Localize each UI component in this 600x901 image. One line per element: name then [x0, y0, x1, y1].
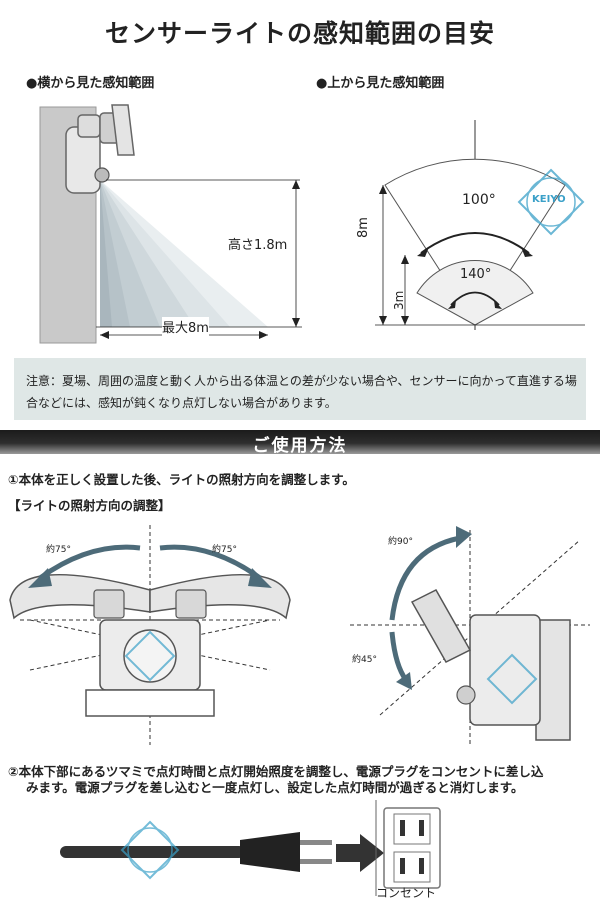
- down-angle-label: 約45°: [352, 655, 377, 665]
- front-adjust-diagram: [9, 525, 291, 745]
- height-label: 高さ1.8m: [228, 238, 288, 253]
- right-angle-label: 約75°: [212, 545, 237, 555]
- section-title: ご使用方法: [252, 436, 348, 456]
- down-tilt-arrow: [389, 631, 409, 682]
- wide-angle-arc: [420, 232, 530, 254]
- up-tilt-arrow: [389, 535, 461, 621]
- power-cord: [60, 846, 245, 858]
- section-band: [0, 430, 600, 454]
- insert-arrow: [336, 844, 360, 862]
- page-title: センサーライトの感知範囲の目安: [104, 19, 495, 48]
- side-adjust-diagram: [350, 526, 590, 745]
- side-watermark: [486, 653, 538, 705]
- left-angle-label: 約75°: [46, 545, 71, 555]
- light-body: [85, 619, 215, 717]
- watermark-text: KEIYO: [532, 194, 566, 205]
- plug-watermark: [120, 820, 180, 880]
- step2-line2: みます。電源プラグを差し込むと一度点灯し、設定した点灯時間が過ぎると消灯します。: [26, 780, 524, 795]
- right-tilt-arrow: [159, 544, 262, 581]
- range-label: 最大8m: [162, 317, 209, 336]
- adjust-heading: 【ライトの照射方向の調整】: [8, 498, 171, 513]
- side-lamp-head: [410, 589, 472, 663]
- top-view-heading: ●上から見た感知範囲: [316, 76, 445, 91]
- front-watermark: [124, 630, 176, 682]
- wide-angle-label: 100°: [462, 192, 496, 208]
- power-plug: [240, 832, 300, 872]
- wall-plate: [535, 619, 571, 741]
- narrow-angle-label: 140°: [460, 267, 492, 282]
- left-tilt-arrow: [38, 544, 141, 581]
- side-light-body: [469, 614, 541, 726]
- step1-text: ①本体を正しく設置した後、ライトの照射方向を調整します。: [8, 472, 355, 487]
- note-text: 注意：夏場、周囲の温度と動く人から出る体温との差が少ない場合や、センサーに向かっ…: [26, 374, 577, 410]
- outer-distance-label: 8m: [356, 217, 371, 238]
- side-view-diagram: [39, 104, 302, 344]
- outlet-label: コンセント: [376, 886, 437, 900]
- plug-outlet-diagram: [60, 800, 441, 896]
- keiyo-watermark: [517, 168, 585, 236]
- up-angle-label: 約90°: [388, 537, 413, 547]
- side-view-heading: ●横から見た感知範囲: [26, 76, 155, 91]
- note-box: [14, 358, 586, 420]
- detection-beams: [100, 180, 268, 327]
- inner-distance-label: 3m: [392, 290, 406, 310]
- sensor-light-device: [65, 104, 135, 194]
- step2-line1: ②本体下部にあるツマミで点灯時間と点灯開始照度を調整し、電源プラグをコンセントに…: [8, 764, 544, 779]
- top-view-diagram: [375, 120, 585, 330]
